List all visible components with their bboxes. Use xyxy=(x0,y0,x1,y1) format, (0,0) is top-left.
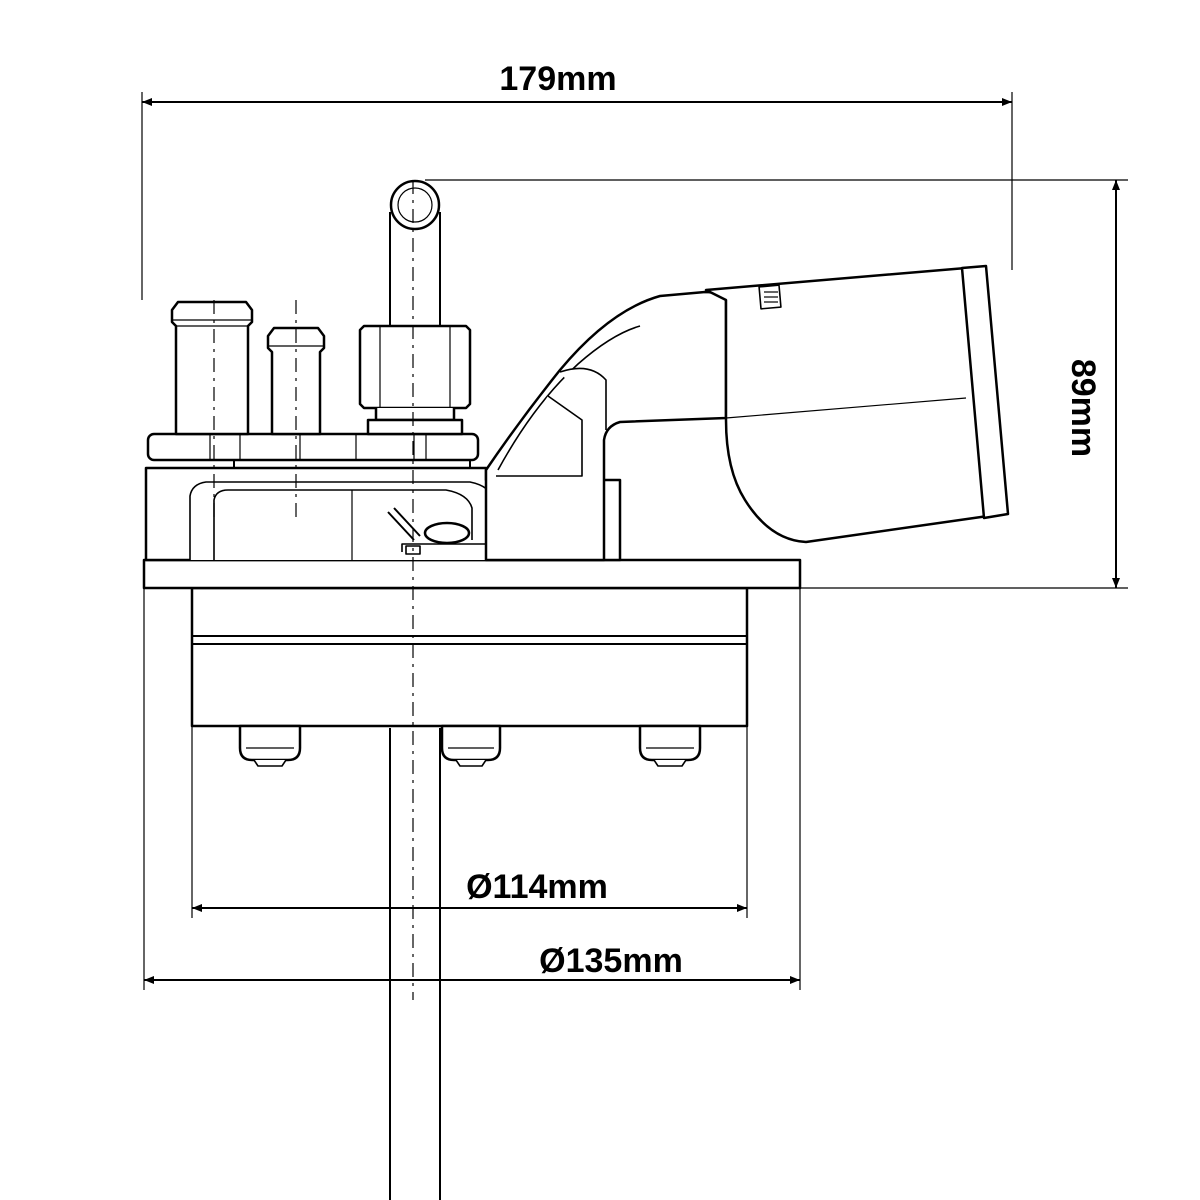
pickup-tube xyxy=(389,728,441,1200)
dimension-height-label: 89mm xyxy=(1064,359,1102,457)
dimension-width: 179mm xyxy=(141,60,1013,300)
bolt-right xyxy=(638,724,702,767)
dimension-inner-diameter-label: Ø114mm xyxy=(466,868,608,906)
dimension-height: 89mm xyxy=(425,179,1128,589)
dimension-width-label: 179mm xyxy=(499,60,616,98)
bolt-center xyxy=(440,724,502,767)
flange-plate xyxy=(142,558,802,590)
hex-nut-row xyxy=(146,432,480,468)
bolt-left xyxy=(238,724,302,767)
center-lines xyxy=(213,180,414,1000)
barb-fitting-left xyxy=(170,300,254,436)
dimension-outer-diameter: Ø135mm xyxy=(143,588,801,990)
dimension-outer-diameter-label: Ø135mm xyxy=(539,942,683,980)
mounting-cylinder xyxy=(190,586,749,728)
dimension-inner-diameter: Ø114mm xyxy=(191,726,748,918)
return-pipe-fitting xyxy=(358,179,472,436)
elbow-outlet xyxy=(484,264,1010,562)
